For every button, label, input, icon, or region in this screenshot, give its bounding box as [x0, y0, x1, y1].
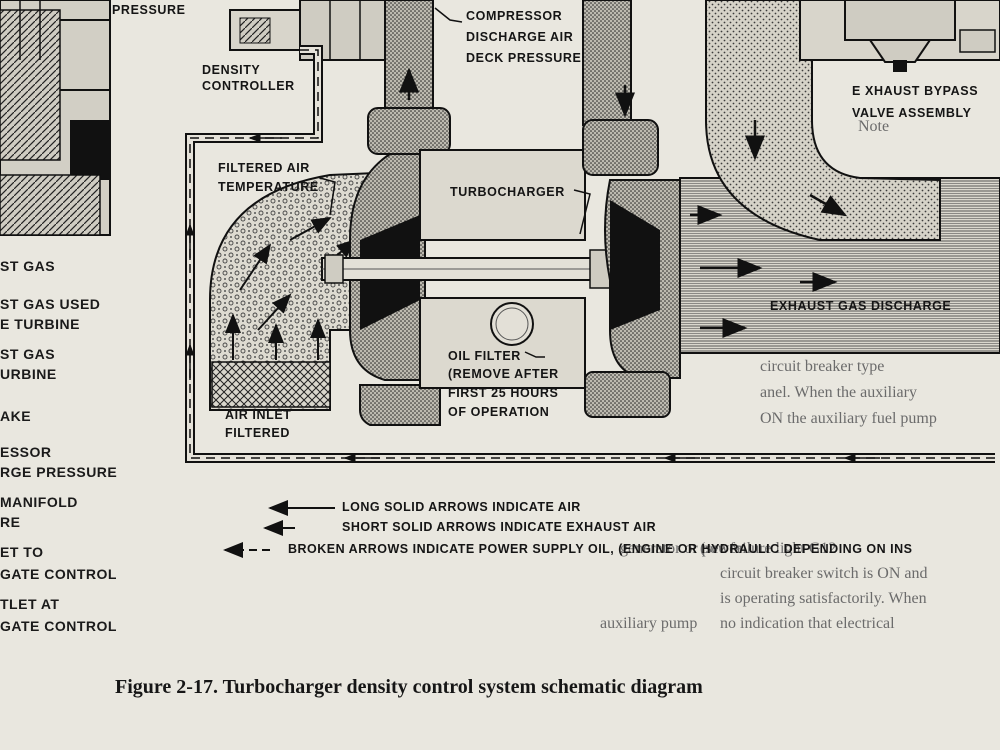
legend-arrows	[223, 500, 335, 558]
filtered-air-label-line1: FILTERED AIR	[218, 161, 310, 175]
left-legend-line: GATE CONTROL	[0, 566, 117, 582]
oil-filter	[490, 302, 534, 346]
turbine-housing	[582, 0, 1000, 418]
oil-filter-label-line2: (REMOVE AFTER	[448, 367, 559, 381]
compressor-label-line1: COMPRESSOR	[466, 9, 563, 23]
exhaust-bypass-valve	[799, 0, 1000, 72]
compressor-discharge-tube	[367, 0, 451, 155]
oil-filter-label-line1: OIL FILTER	[448, 349, 521, 363]
oil-filter-label-line3: FIRST 25 HOURS	[448, 386, 559, 400]
filtered-air-label-line2: TEMPERATURE	[218, 180, 319, 194]
turbocharger-label: TURBOCHARGER	[450, 185, 565, 199]
air-inlet-label-line1: AIR INLET	[225, 408, 292, 422]
left-legend-line: GATE CONTROL	[0, 618, 117, 634]
compressor-label-line3: DECK PRESSURE	[466, 51, 582, 65]
legend-short-solid: SHORT SOLID ARROWS INDICATE EXHAUST AIR	[342, 520, 657, 534]
left-legend-line: ST GAS	[0, 258, 56, 274]
left-legend-line: MANIFOLD	[0, 494, 78, 510]
left-legend-line: AKE	[0, 408, 32, 424]
left-legend-line: ST GAS USED	[0, 296, 101, 312]
compressor-housing	[349, 149, 586, 426]
label-leader-lines	[319, 7, 591, 358]
legend-long-solid: LONG SOLID ARROWS INDICATE AIR	[342, 500, 581, 514]
exhaust-discharge-label: EXHAUST GAS DISCHARGE	[770, 299, 952, 313]
left-legend-line: RGE PRESSURE	[0, 464, 118, 480]
left-partial-machinery	[0, 0, 111, 236]
density-controller-label-line2: CONTROLLER	[202, 79, 295, 93]
left-legend-line: ET TO	[0, 544, 44, 560]
left-legend-line: URBINE	[0, 366, 57, 382]
legend-broken: BROKEN ARROWS INDICATE POWER SUPPLY OIL,…	[288, 542, 913, 556]
left-legend-line: ST GAS	[0, 346, 56, 362]
left-legend-line: E TURBINE	[0, 316, 80, 332]
left-legend-line: RE	[0, 514, 21, 530]
oil-filter-label-line4: OF OPERATION	[448, 405, 550, 419]
oil-line	[185, 45, 995, 463]
bypass-valve-label-line2: VALVE ASSEMBLY	[852, 106, 972, 120]
exhaust-bypass-duct	[705, 0, 941, 241]
left-legend-line: ESSOR	[0, 444, 52, 460]
left-legend-line: TLET AT	[0, 596, 60, 612]
figure-caption: Figure 2-17. Turbocharger density contro…	[115, 676, 703, 698]
compressor-label-line2: DISCHARGE AIR	[466, 30, 574, 44]
bypass-valve-label-line1: E XHAUST BYPASS	[852, 84, 979, 98]
density-controller-label-line1: DENSITY	[202, 63, 261, 77]
air-inlet-label-line2: FILTERED	[225, 426, 290, 440]
pressure-label: PRESSURE	[112, 3, 186, 17]
